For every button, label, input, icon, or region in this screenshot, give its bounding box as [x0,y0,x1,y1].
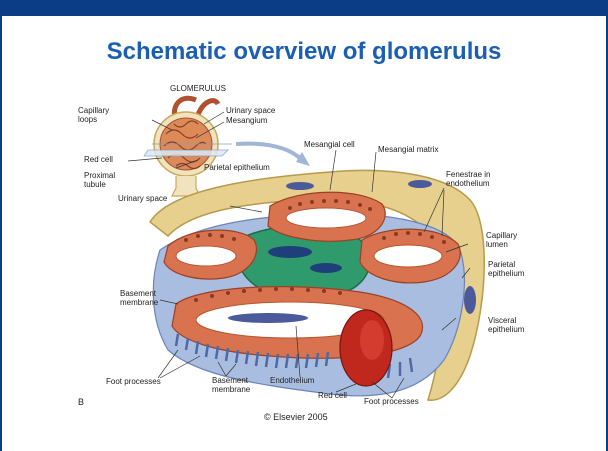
label-mesangial-cell: Mesangial cell [304,140,355,149]
panel-letter: B [78,397,84,407]
label-mesangial-matrix: Mesangial matrix [378,145,438,154]
label-glomerulus: GLOMERULUS [170,84,226,93]
label-mesangium: Mesangium [226,116,268,125]
mesangial-cell-nucleus [310,263,342,273]
mesangial-cell-nucleus [268,246,312,258]
label-red-cell-left: Red cell [84,155,113,164]
label-foot-processes-right: Foot processes [364,397,419,406]
cross-section [150,170,484,400]
section-plane [144,150,228,156]
label-urinary-space-top: Urinary space [226,106,276,115]
parietal-nucleus [286,182,314,190]
capillary-lumen-top [286,208,366,228]
label-red-cell-bottom: Red cell [318,391,347,400]
capillary-lumen-left [176,246,236,266]
label-endothelium: Endothelium [270,376,315,385]
zoom-arrow [236,144,302,160]
capillary-lumen-right [374,245,442,267]
parietal-nucleus [408,180,432,188]
label-urinary-space: Urinary space [118,194,168,203]
label-foot-processes-left: Foot processes [106,377,161,386]
copyright: © Elsevier 2005 [264,412,328,422]
label-parietal-epithelium-top: Parietal epithelium [204,163,270,172]
endothelial-nucleus [228,313,308,323]
parietal-nucleus [464,286,476,314]
